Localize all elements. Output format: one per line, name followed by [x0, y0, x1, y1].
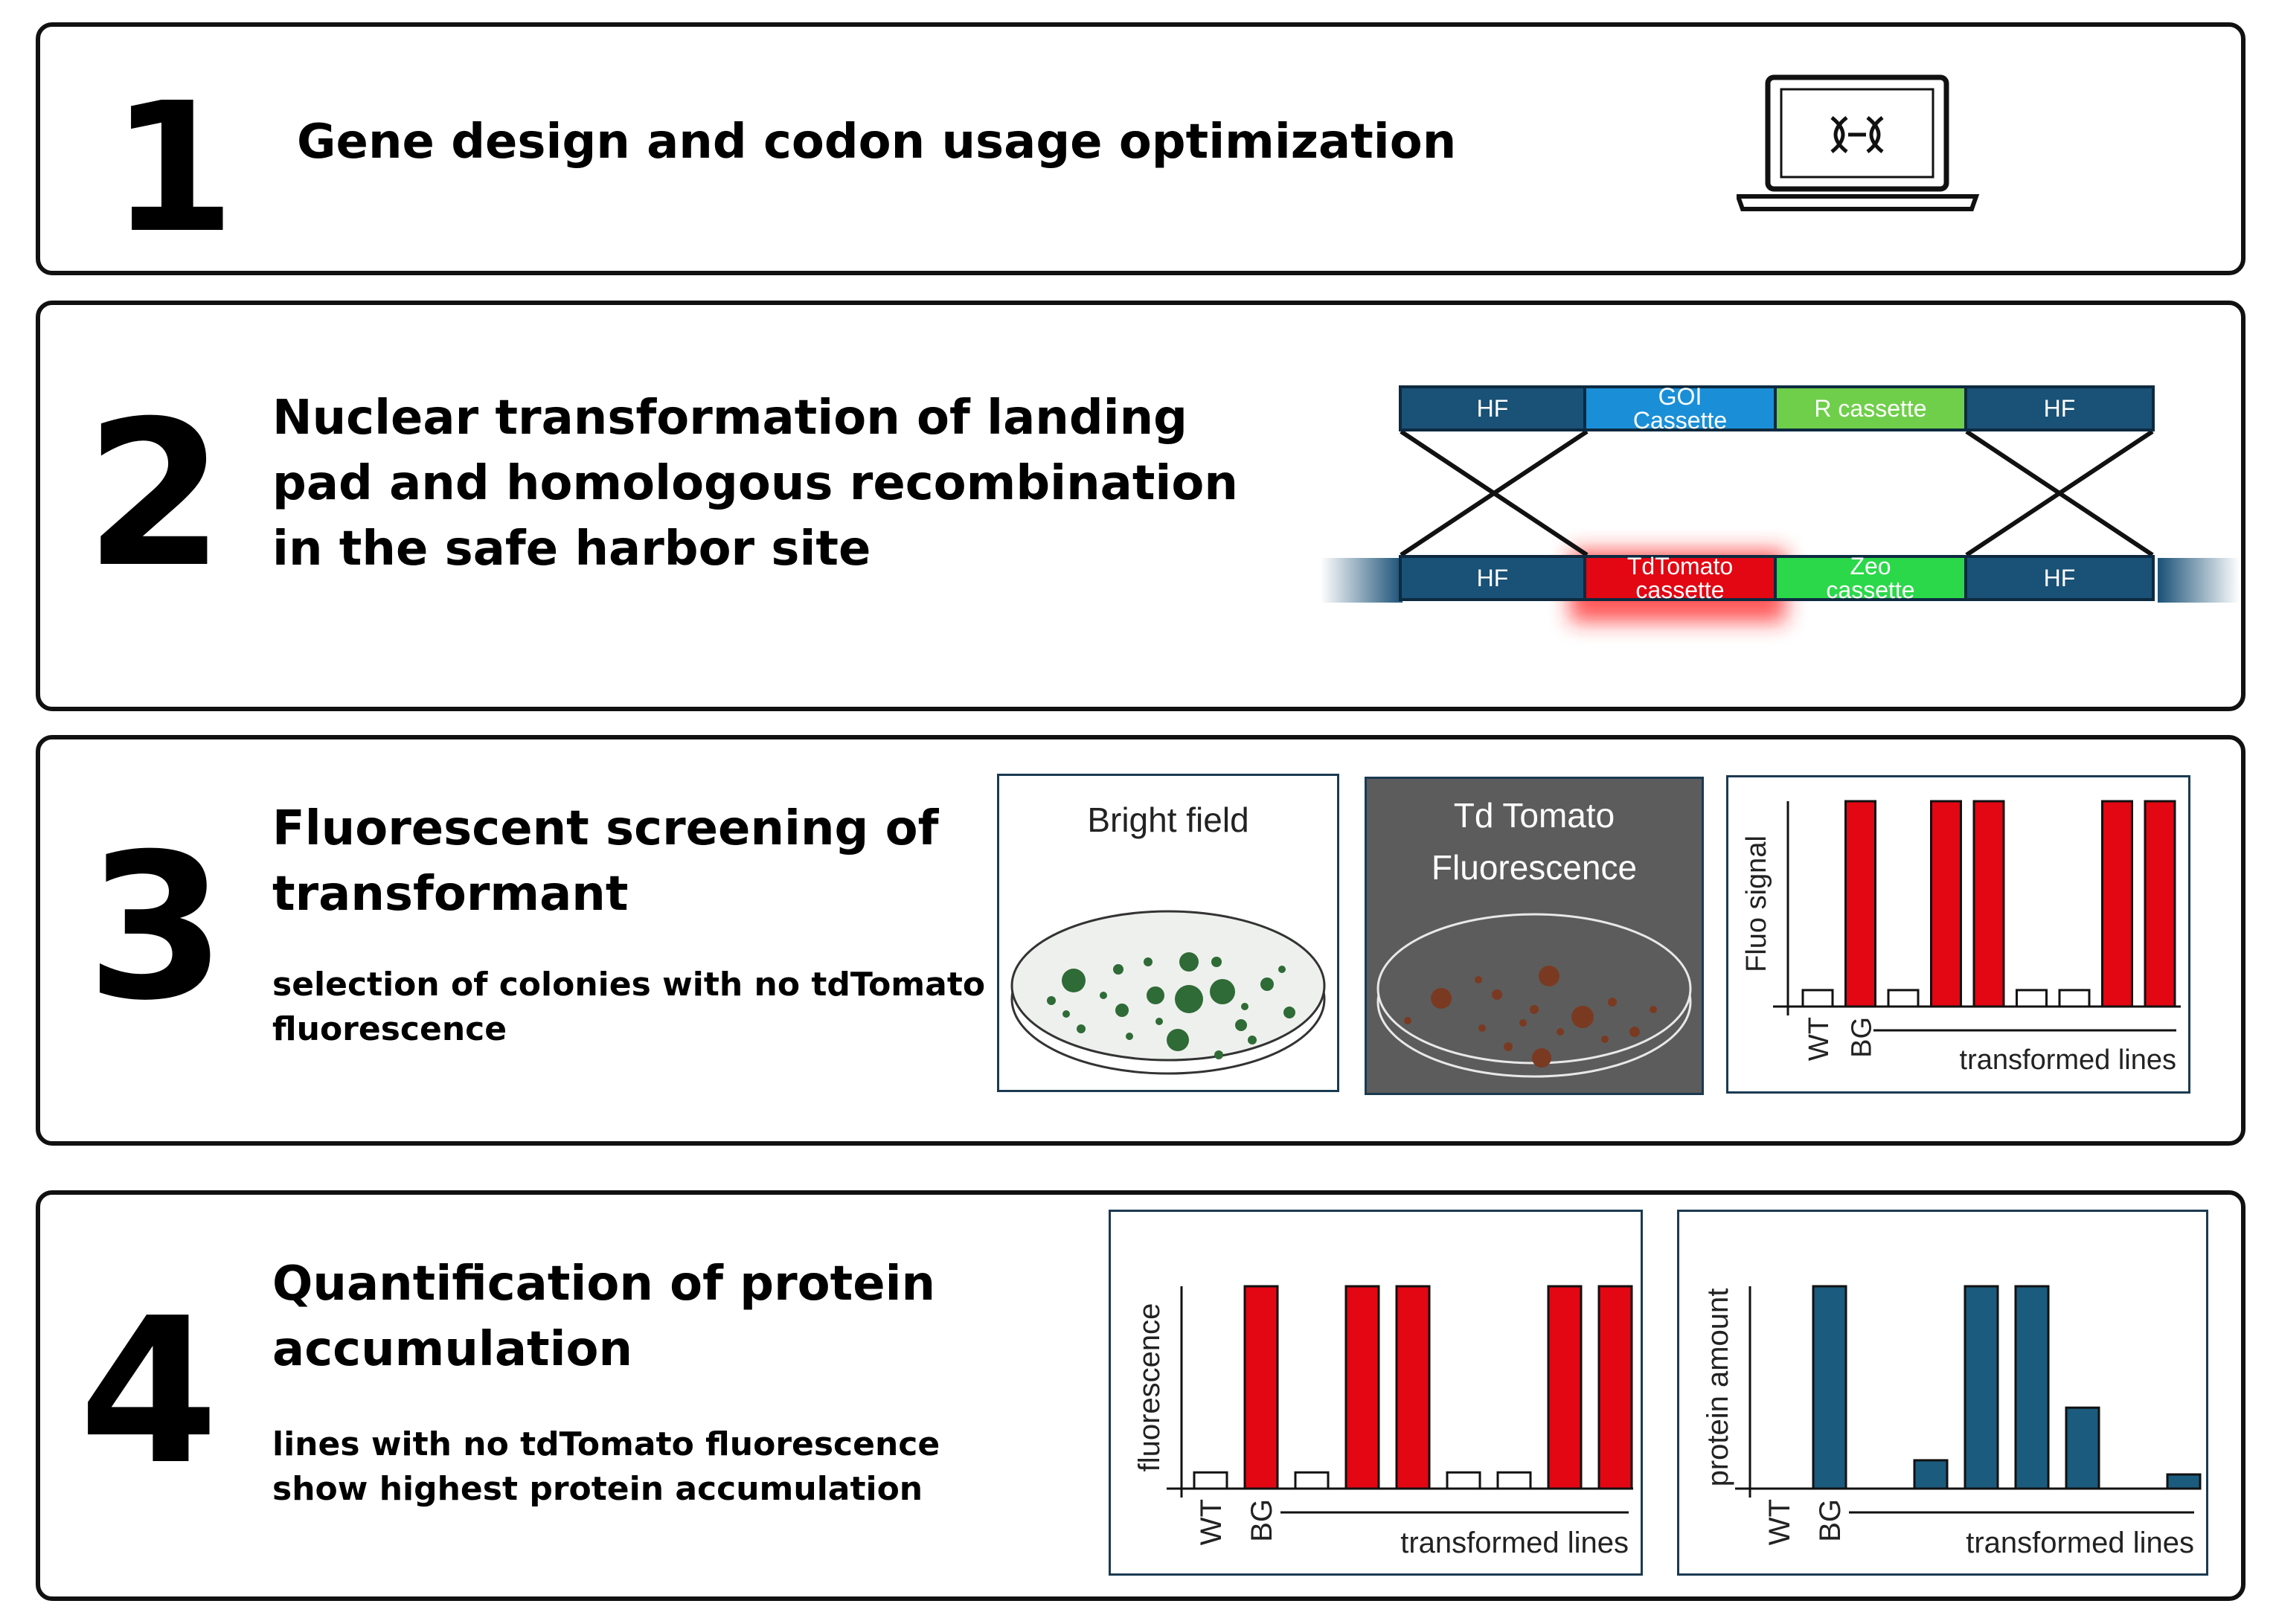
bar: [1395, 1285, 1431, 1490]
bar: [2065, 1406, 2100, 1490]
bar: [1496, 1471, 1532, 1490]
x-tick-label: BG: [1246, 1499, 1278, 1542]
bar: [2058, 989, 2091, 1008]
step-1-panel: 1 Gene design and codon usage optimizati…: [36, 22, 2245, 275]
step-title-line: Quantification of protein: [272, 1256, 936, 1312]
step-number: 2: [85, 377, 225, 612]
step-title-line: pad and homologous recombination: [272, 456, 1238, 511]
laptop-dna-icon: [1737, 74, 1980, 211]
x-tick-label: BG: [1847, 1017, 1878, 1058]
bar: [1930, 800, 1962, 1008]
x-tick-label: WT: [1195, 1499, 1228, 1545]
step-title: Gene design and codon usage optimization: [297, 115, 1457, 170]
step-number: 4: [79, 1274, 219, 1509]
bright-field-plate: Bright field: [997, 774, 1339, 1092]
step-2-panel: 2 Nuclear transformation of landing pad …: [36, 301, 2245, 711]
step-title-line: accumulation: [272, 1322, 633, 1377]
petri-dish-fluorescent: [1376, 913, 1692, 1078]
bar: [1964, 1285, 1999, 1490]
bar: [2016, 989, 2048, 1008]
step-title-line: transformant: [272, 867, 629, 922]
y-axis-label: Fluo signal: [1741, 835, 1772, 972]
step-subtitle-line: fluorescence: [272, 1010, 507, 1048]
step-number: 3: [86, 810, 226, 1044]
x-axis-label: transformed lines: [1960, 1044, 2176, 1076]
bar: [1547, 1285, 1583, 1490]
bar: [1913, 1459, 1949, 1490]
step-title-line: in the safe harbor site: [272, 521, 871, 577]
x-axis-label: transformed lines: [1966, 1527, 2194, 1559]
petri-dish-bright: [1010, 910, 1326, 1075]
bar: [1193, 1471, 1228, 1490]
bar: [1243, 1285, 1279, 1490]
step-subtitle-line: lines with no tdTomato fluorescence: [272, 1425, 940, 1463]
bright-field-label: Bright field: [1087, 800, 1249, 839]
x-tick-label: WT: [1763, 1499, 1796, 1545]
bar: [2166, 1473, 2202, 1490]
fluorescence-label-line2: Fluorescence: [1431, 848, 1638, 887]
fluorescence-label-line1: Td Tomato: [1453, 796, 1615, 835]
step-number: 1: [111, 64, 235, 272]
step-title-line: Fluorescent screening of: [272, 801, 939, 856]
bar: [1446, 1471, 1481, 1490]
bar: [1887, 989, 1920, 1008]
bar: [2101, 800, 2133, 1008]
bar: [1344, 1285, 1380, 1490]
bar: [2144, 800, 2176, 1008]
x-tick-label: WT: [1804, 1017, 1835, 1061]
y-axis-label: protein amount: [1702, 1288, 1734, 1487]
bar: [1844, 800, 1876, 1008]
bar: [1597, 1285, 1633, 1490]
fluorescence-plate: Td Tomato Fluorescence: [1365, 777, 1704, 1095]
step-subtitle-line: show highest protein accumulation: [272, 1470, 923, 1508]
x-tick-label: BG: [1814, 1499, 1847, 1542]
x-axis-label: transformed lines: [1400, 1527, 1629, 1559]
y-axis-label: fluorescence: [1133, 1303, 1166, 1472]
step-subtitle-line: selection of colonies with no tdTomato: [272, 966, 986, 1004]
bar: [1801, 989, 1834, 1008]
bar: [1294, 1471, 1330, 1490]
bar: [1972, 800, 2005, 1008]
step-title-line: Nuclear transformation of landing: [272, 391, 1187, 446]
bar: [1812, 1285, 1847, 1490]
bar: [2014, 1285, 2050, 1490]
